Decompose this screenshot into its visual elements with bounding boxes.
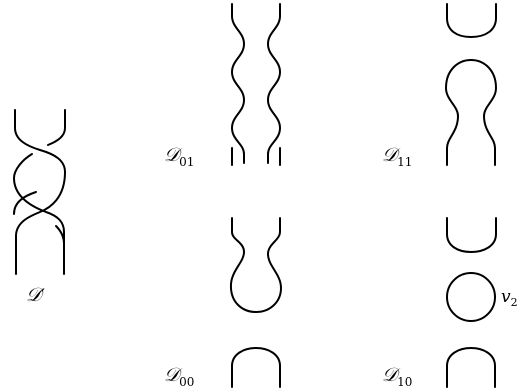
label-d10-sub: 10 (397, 375, 413, 389)
d00-top-loop (229, 217, 282, 313)
tangle-strand-b-lowcross (55, 225, 65, 245)
diagram-d10 (446, 217, 497, 388)
tangle-strand-a-mid (13, 191, 37, 215)
label-d-prime: 𝒟′ (26, 286, 45, 305)
label-d01-sub: 01 (179, 155, 195, 169)
diagram-d11 (445, 3, 497, 166)
label-v2-main: v (501, 287, 511, 307)
d00-bottom-cap (231, 347, 281, 388)
label-d-prime-mark: ′ (41, 286, 46, 306)
label-d01: 𝒟01 (164, 144, 194, 169)
label-d01-main: 𝒟 (164, 144, 180, 166)
label-d11-main: 𝒟 (382, 144, 398, 166)
diagram-d01 (231, 3, 281, 166)
tangle-strand-a-top (14, 109, 66, 173)
label-d10: 𝒟10 (382, 364, 412, 389)
tangle-strand-a-lower (15, 171, 66, 237)
label-d00-sub: 00 (179, 375, 195, 389)
label-d10-main: 𝒟 (382, 364, 398, 386)
label-v2: v2 (501, 287, 518, 309)
d11-top-cup (446, 3, 497, 38)
d01-left-strand (231, 3, 245, 166)
d10-circle-v2 (446, 272, 496, 322)
d11-lower-loop (445, 59, 497, 166)
tangle-d-prime (13, 109, 66, 275)
label-v2-sub: 2 (510, 296, 518, 309)
label-d11-sub: 11 (397, 155, 413, 169)
label-d00-main: 𝒟 (164, 364, 180, 386)
d01-right-strand (267, 3, 281, 166)
d10-bottom-cap (446, 347, 496, 388)
tangle-strand-b-mid (13, 153, 65, 233)
label-d-prime-main: 𝒟 (26, 284, 42, 306)
label-d11: 𝒟11 (382, 144, 412, 169)
label-d00: 𝒟00 (164, 364, 194, 389)
diagram-d00 (229, 217, 282, 388)
d10-top-cup (446, 217, 497, 253)
tangle-strand-b-top (47, 109, 66, 146)
